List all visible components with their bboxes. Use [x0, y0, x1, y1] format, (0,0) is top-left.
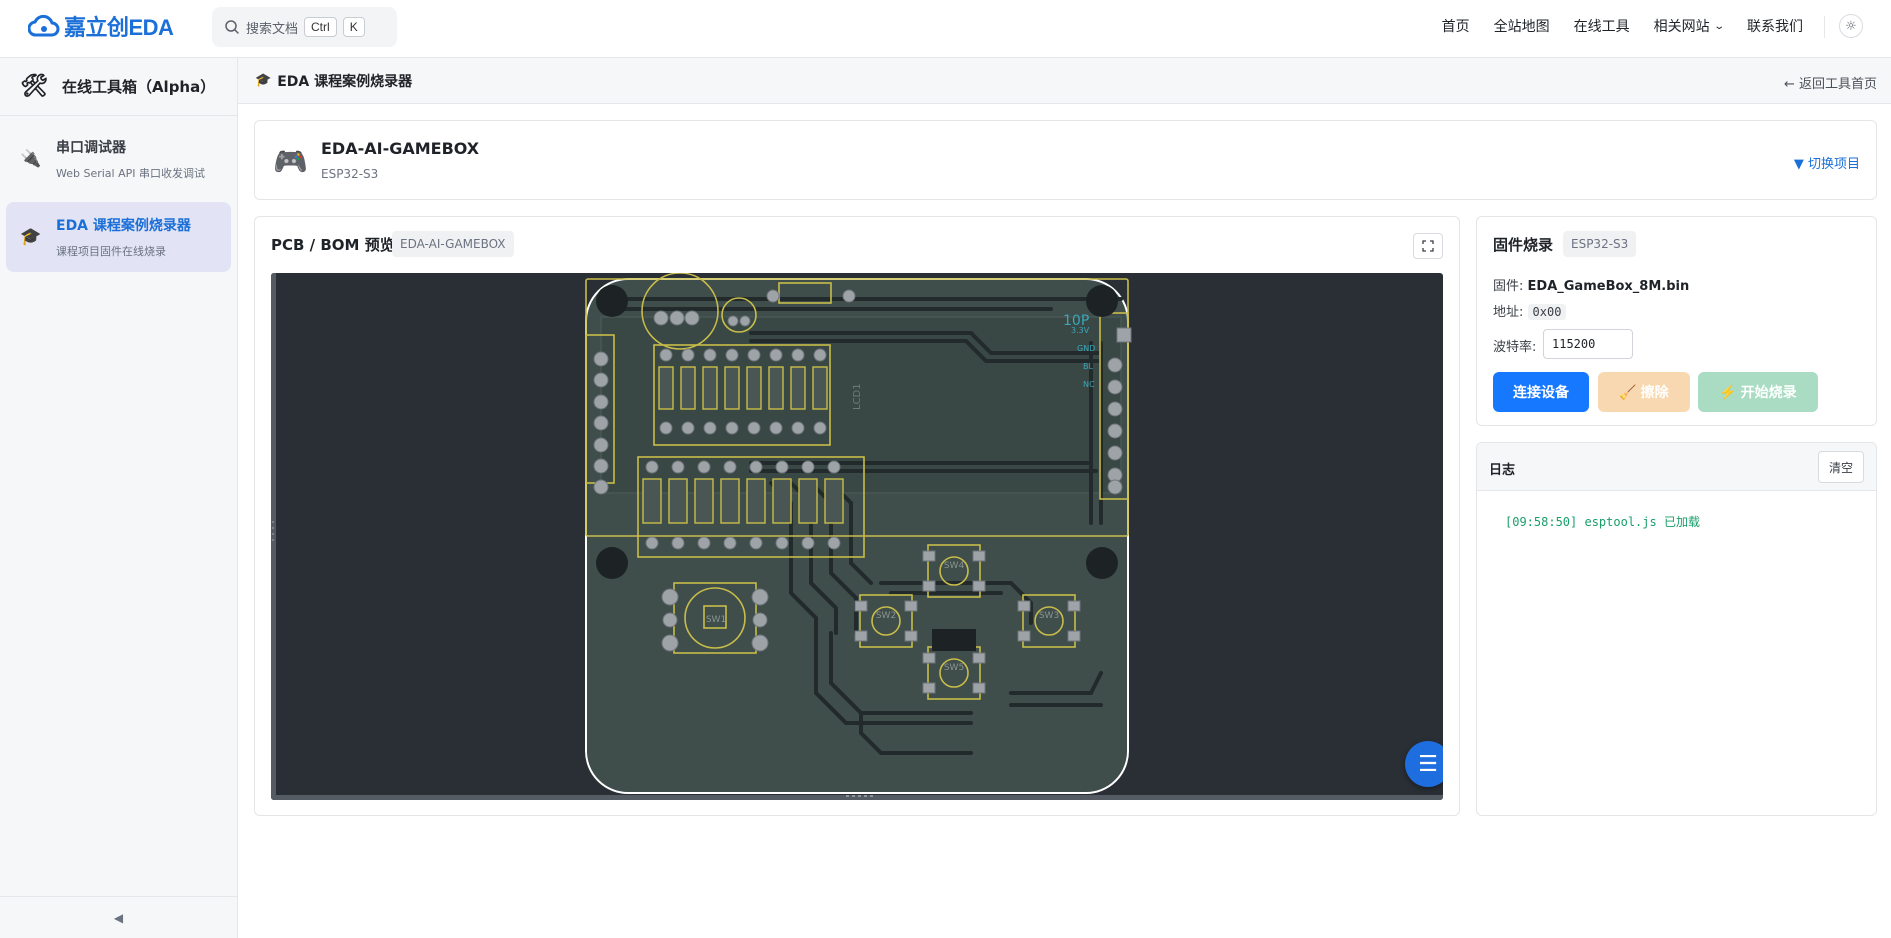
sidebar-item-label: EDA 课程案例烧录器 [56, 218, 191, 234]
nav-sitemap[interactable]: 全站地图 [1493, 19, 1550, 35]
firmware-file-row: 固件: EDA_GameBox_8M.bin [1493, 275, 1689, 294]
log-card: 日志 清空 [09:58:50] esptool.js 已加载 [1476, 442, 1877, 816]
sidebar-title: 在线工具箱（Alpha） [61, 78, 216, 96]
switch-label: SW1 [706, 615, 726, 625]
kbd-ctrl: Ctrl [304, 17, 337, 37]
switch-label: SW2 [876, 611, 896, 621]
sidebar-header: 🛠 在线工具箱（Alpha） [0, 58, 237, 116]
graduation-cap-icon: 🎓 [255, 73, 272, 88]
sidebar-item-desc: 课程项目固件在线烧录 [56, 245, 166, 258]
nav-links: 首页 全站地图 在线工具 相关网站⌄ 联系我们 [1418, 0, 1803, 52]
project-name: EDA-AI-GAMEBOX [321, 139, 480, 158]
firmware-flash-card: 固件烧录 ESP32-S3 固件: EDA_GameBox_8M.bin 地址:… [1476, 216, 1877, 426]
connect-device-button[interactable]: 连接设备 [1493, 372, 1589, 412]
pcb-menu-button[interactable]: ☰ [1405, 741, 1443, 787]
firmware-chip-tag: ESP32-S3 [1563, 231, 1637, 257]
menu-icon: ☰ [1418, 751, 1438, 777]
search-box[interactable]: 搜索文档 Ctrl K [212, 7, 397, 47]
nav-home[interactable]: 首页 [1441, 19, 1470, 35]
pin-label: GND [1077, 344, 1095, 353]
connector-label: 10P [1063, 313, 1089, 329]
fullscreen-icon [1422, 240, 1434, 252]
sidebar: 🛠 在线工具箱（Alpha） 🔌 串口调试器 Web Serial API 串口… [0, 58, 238, 938]
search-icon [225, 20, 239, 34]
log-line: [09:58:50] esptool.js 已加载 [1505, 515, 1700, 529]
baud-label: 波特率: [1493, 340, 1537, 355]
page-header: 🎓 EDA 课程案例烧录器 ← 返回工具首页 [238, 58, 1891, 104]
firmware-addr-row: 地址: 0x00 [1493, 301, 1567, 320]
firmware-addr-value: 0x00 [1527, 304, 1567, 320]
switch-label: SW5 [944, 663, 964, 673]
sun-icon: ☼ [1845, 18, 1857, 34]
firmware-addr-label: 地址: [1493, 305, 1524, 320]
lcd-label: LCD1 [852, 383, 863, 410]
log-title: 日志 [1489, 463, 1516, 478]
sidebar-item-serial-debugger[interactable]: 🔌 串口调试器 Web Serial API 串口收发调试 [6, 124, 231, 194]
clear-log-button[interactable]: 清空 [1817, 451, 1864, 483]
nav-related-sites[interactable]: 相关网站⌄ [1653, 16, 1725, 36]
erase-button[interactable]: 🧹 擦除 [1598, 372, 1690, 412]
firmware-title: 固件烧录 [1493, 236, 1554, 254]
sidebar-item-course-flasher[interactable]: 🎓 EDA 课程案例烧录器 课程项目固件在线烧录 [6, 202, 231, 272]
switch-label: SW4 [944, 561, 965, 571]
brand-name: 嘉立创EDA [64, 15, 174, 40]
search-placeholder: 搜索文档 [246, 21, 299, 37]
project-card: 🎮 EDA-AI-GAMEBOX ESP32-S3 ▼ 切换项目 [254, 120, 1877, 200]
kbd-k: K [342, 17, 365, 37]
collapse-left-icon: ◀ [113, 910, 124, 925]
cloud-logo-icon [28, 14, 60, 37]
theme-toggle-button[interactable]: ☼ [1839, 14, 1863, 38]
tools-icon: 🛠 [20, 74, 48, 99]
pin-label: BL [1083, 362, 1093, 371]
chevron-down-icon: ⌄ [1712, 20, 1725, 32]
firmware-file-label: 固件: [1493, 279, 1524, 294]
nav-online-tools[interactable]: 在线工具 [1573, 19, 1630, 35]
pcb-title: PCB / BOM 预览 [271, 236, 395, 254]
pcb-board-render: 10P 3.3V GND BL NC LCD1 SW1 SW2 SW3 SW4 … [271, 273, 1443, 800]
baud-rate-input[interactable] [1543, 329, 1633, 359]
pcb-viewer[interactable]: 10P 3.3V GND BL NC LCD1 SW1 SW2 SW3 SW4 … [271, 273, 1443, 800]
pcb-project-tag: EDA-AI-GAMEBOX [392, 231, 514, 257]
page-title: EDA 课程案例烧录器 [277, 73, 413, 90]
sidebar-collapse-button[interactable]: ◀ [0, 896, 237, 938]
pin-label: NC [1083, 380, 1095, 389]
nav-related-sites-label: 相关网站 [1653, 19, 1710, 35]
fullscreen-button[interactable] [1413, 233, 1443, 259]
start-flash-button[interactable]: ⚡ 开始烧录 [1698, 372, 1818, 412]
log-header: 日志 清空 [1477, 443, 1876, 491]
pcb-preview-card: PCB / BOM 预览 EDA-AI-GAMEBOX [254, 216, 1460, 816]
top-nav-bar: 嘉立创EDA 搜索文档 Ctrl K 首页 全站地图 在线工具 相关网站⌄ 联系… [0, 0, 1891, 58]
nav-divider [1824, 16, 1825, 38]
back-to-tools-link[interactable]: ← 返回工具首页 [1783, 77, 1877, 92]
nav-contact[interactable]: 联系我们 [1747, 19, 1803, 35]
plug-icon: 🔌 [20, 149, 42, 169]
brand-logo[interactable]: 嘉立创EDA [28, 11, 174, 41]
project-chip: ESP32-S3 [321, 167, 379, 181]
firmware-file-name: EDA_GameBox_8M.bin [1527, 279, 1690, 294]
switch-project-button[interactable]: ▼ 切换项目 [1793, 157, 1860, 172]
gamepad-icon: 🎮 [273, 145, 308, 178]
sidebar-item-label: 串口调试器 [56, 140, 126, 156]
switch-label: SW3 [1039, 611, 1059, 621]
main-content: 🎓 EDA 课程案例烧录器 ← 返回工具首页 🎮 EDA-AI-GAMEBOX … [238, 58, 1891, 938]
sidebar-item-desc: Web Serial API 串口收发调试 [56, 167, 205, 180]
graduation-cap-icon: 🎓 [20, 227, 42, 247]
pin-label: 3.3V [1071, 326, 1090, 335]
